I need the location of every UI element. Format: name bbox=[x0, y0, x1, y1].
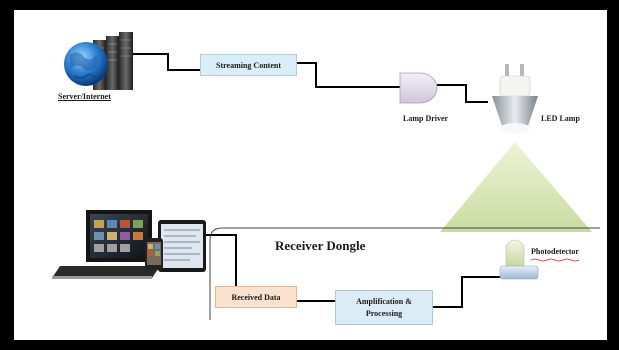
amplification-label-line1: Amplification & bbox=[356, 296, 412, 306]
light-cone bbox=[440, 142, 592, 232]
laptop-device-icon bbox=[52, 210, 160, 279]
received-data-box: Received Data bbox=[215, 286, 297, 308]
frame-bottom bbox=[0, 340, 619, 350]
line-streaming-to-driver bbox=[297, 62, 400, 88]
line-laptop-to-received bbox=[205, 234, 237, 290]
line-amplification-to-photodetector bbox=[433, 276, 500, 308]
lamp-driver-label: Lamp Driver bbox=[403, 114, 449, 123]
amplification-processing-box: Amplification & Processing bbox=[335, 290, 433, 325]
frame-top bbox=[0, 0, 619, 10]
receiver-dongle-outline bbox=[209, 227, 600, 320]
phone-device-icon bbox=[145, 238, 163, 270]
received-data-label: Received Data bbox=[231, 292, 281, 302]
line-driver-to-lamp bbox=[437, 84, 488, 103]
tablet-device-icon bbox=[158, 220, 206, 272]
receiver-dongle-title: Receiver Dongle bbox=[275, 238, 366, 253]
lamp-driver-gate-icon bbox=[399, 72, 438, 104]
server-internet-label: Server/Internet bbox=[58, 92, 111, 101]
amplification-label-line2: Processing bbox=[365, 308, 403, 318]
led-lamp-label: LED Lamp bbox=[541, 114, 580, 123]
frame-left bbox=[0, 0, 14, 350]
streaming-content-box: Streaming Content bbox=[200, 54, 297, 76]
line-server-to-streaming bbox=[133, 53, 200, 71]
led-lamp-icon bbox=[492, 64, 538, 133]
photodetector-underline bbox=[530, 258, 580, 262]
frame-right bbox=[607, 0, 619, 350]
photodetector-icon bbox=[499, 239, 539, 280]
streaming-content-label: Streaming Content bbox=[216, 60, 281, 70]
photodetector-label: Photodetector bbox=[531, 247, 579, 256]
server-internet-icon bbox=[64, 32, 133, 90]
